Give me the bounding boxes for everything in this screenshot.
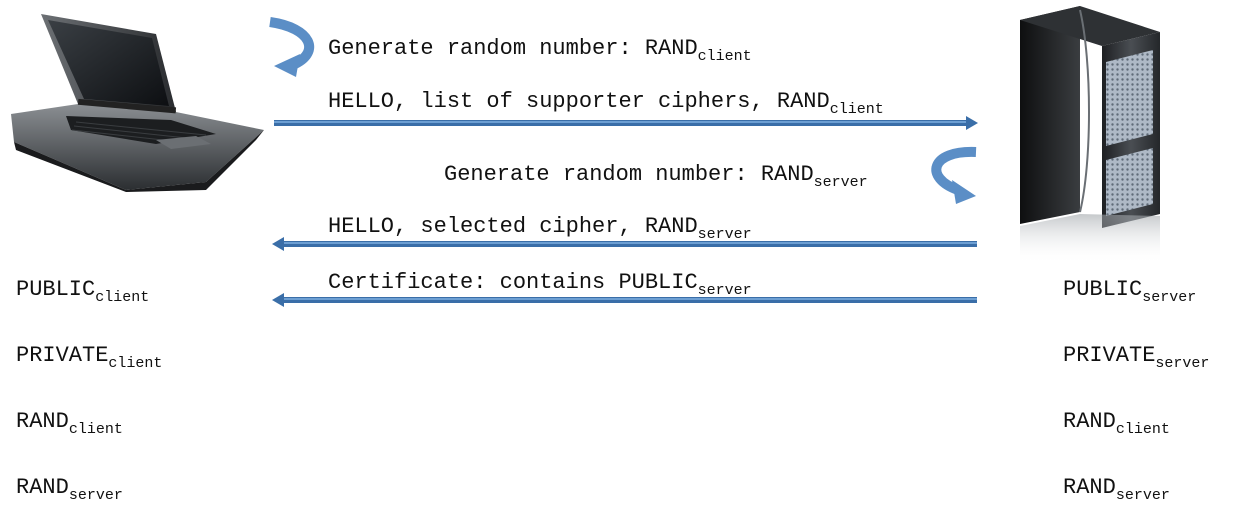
server-tower-icon: [1020, 6, 1160, 264]
arrow-server-to-client-certificate: [272, 293, 977, 307]
client-key-rand-server: RANDserver: [16, 475, 123, 504]
server-key-public: PUBLICserver: [1063, 277, 1197, 306]
server-key-private: PRIVATEserver: [1063, 343, 1210, 372]
client-key-private: PRIVATEclient: [16, 343, 163, 372]
step-client-hello: HELLO, list of supporter ciphers, RANDcl…: [328, 89, 884, 118]
step-server-hello: HELLO, selected cipher, RANDserver: [328, 214, 752, 243]
server-key-rand-server: RANDserver: [1063, 475, 1170, 504]
client-loop-arrow-icon: [269, 17, 315, 77]
server-key-rand-client: RANDclient: [1063, 409, 1170, 438]
step-server-certificate: Certificate: contains PUBLICserver: [328, 270, 752, 299]
arrow-server-to-client-hello: [272, 237, 977, 251]
step-server-generate-random: Generate random number: RANDserver: [444, 162, 868, 191]
client-key-rand-client: RANDclient: [16, 409, 123, 438]
arrow-client-to-server: [274, 116, 978, 130]
server-loop-arrow-icon: [931, 146, 977, 204]
step-client-generate-random: Generate random number: RANDclient: [328, 36, 752, 65]
laptop-icon: [11, 14, 264, 192]
client-key-public: PUBLICclient: [16, 277, 150, 306]
